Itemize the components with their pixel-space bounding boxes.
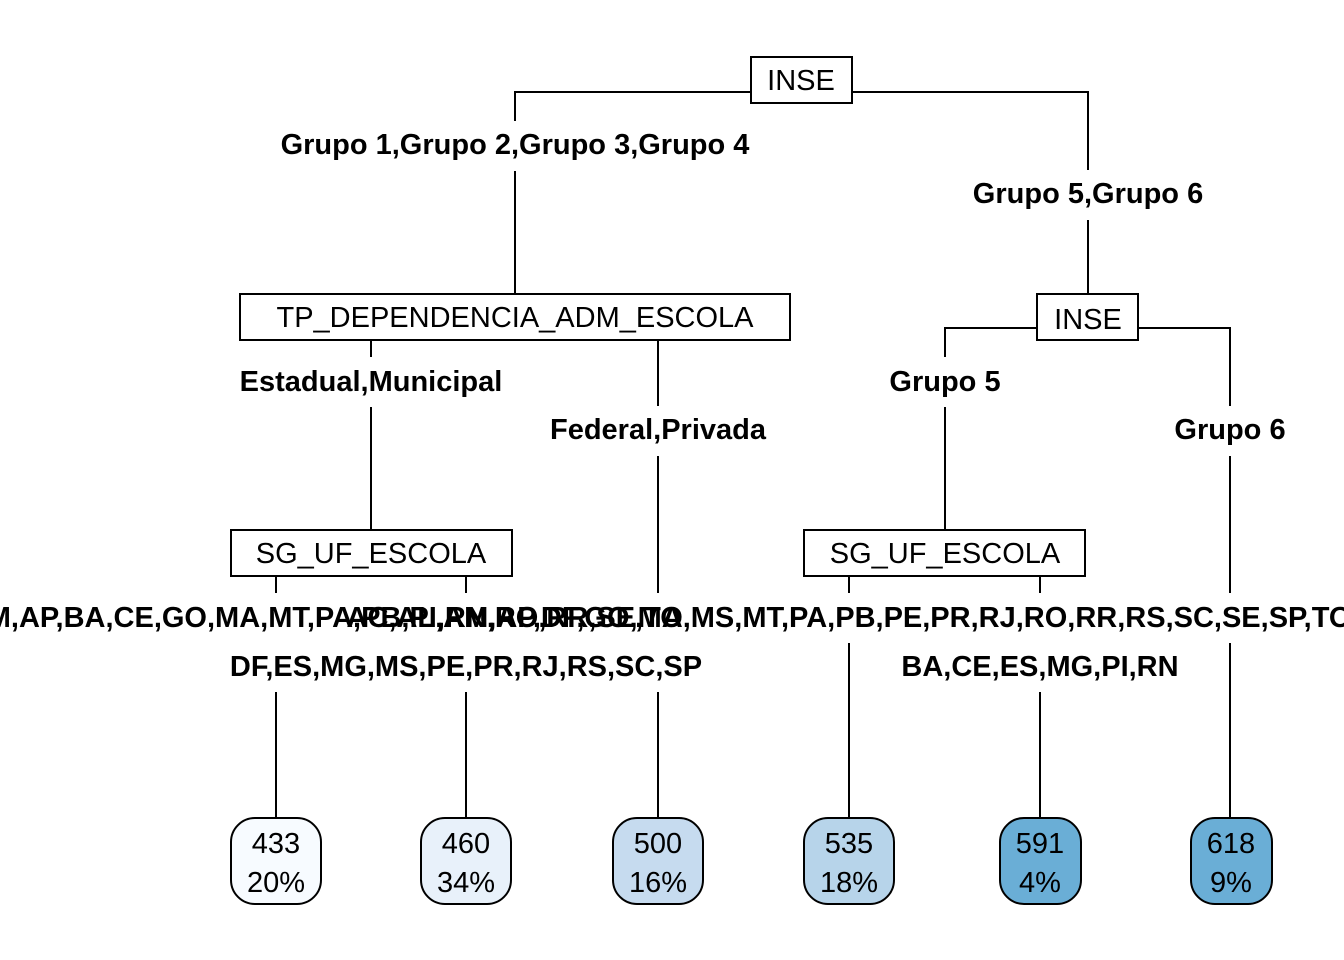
leaf-4-value: 535 [825, 828, 873, 860]
leaf-4: 535 18% [803, 817, 895, 905]
mask-inse-right [1166, 406, 1294, 456]
split-label-root-right: Grupo 5,Grupo 6 [973, 178, 1203, 210]
mask-ufl-b [205, 642, 730, 692]
split-label-uf-left-a: AC,AL,AM,AP,BA,CE,GO,MA,MT,PA,PB,PI,RN,R… [0, 602, 683, 634]
mask-ufr-b [886, 642, 1194, 692]
edge-root-left [514, 91, 751, 294]
leaf-2-value: 460 [442, 828, 490, 860]
split-label-dep-left: Estadual,Municipal [240, 366, 503, 398]
node-root-label: INSE [767, 65, 835, 97]
leaf-3-value: 500 [634, 828, 682, 860]
node-dependencia-box [239, 293, 791, 341]
node-dependencia-label: TP_DEPENDENCIA_ADM_ESCOLA [276, 302, 754, 334]
node-inse2-label: INSE [1054, 304, 1122, 336]
node-uf-left: SG_UF_ESCOLA [230, 529, 513, 577]
node-uf-left-box [230, 529, 513, 577]
node-uf-right: SG_UF_ESCOLA [803, 529, 1086, 577]
node-root: INSE [750, 56, 853, 104]
leaf-6-percent: 9% [1210, 867, 1252, 899]
node-dependencia: TP_DEPENDENCIA_ADM_ESCOLA [239, 293, 791, 341]
mask-root-left [255, 121, 775, 171]
edge-inse-right [1138, 327, 1231, 818]
mask-inse-left [880, 357, 1010, 407]
leaf-2-box [420, 817, 512, 905]
mask-uf-row-a [0, 593, 1344, 643]
split-label-uf-left-b: DF,ES,MG,MS,PE,PR,RJ,RS,SC,SP [230, 651, 702, 683]
leaf-3-box [612, 817, 704, 905]
mask-dep-right [536, 406, 781, 456]
leaf-5-box [999, 817, 1082, 905]
leaf-3-percent: 16% [629, 867, 687, 899]
node-uf-right-box [803, 529, 1086, 577]
edge-root-right [852, 91, 1089, 294]
leaf-6-box [1190, 817, 1273, 905]
split-label-uf-right-b: BA,CE,ES,MG,PI,RN [901, 651, 1178, 683]
leaf-2: 460 34% [420, 817, 512, 905]
leaf-1-percent: 20% [247, 867, 305, 899]
split-label-uf-right-a: AC,AL,AM,AP,DF,GO,MA,MS,MT,PA,PB,PE,PR,R… [347, 602, 1344, 634]
leaf-2-percent: 34% [437, 867, 495, 899]
split-label-inse-left: Grupo 5 [889, 366, 1000, 398]
node-uf-left-label: SG_UF_ESCOLA [256, 538, 487, 570]
node-root-box [750, 56, 853, 104]
leaf-5-percent: 4% [1019, 867, 1061, 899]
split-label-masks [0, 121, 1344, 692]
leaf-3: 500 16% [612, 817, 704, 905]
mask-dep-left [220, 357, 520, 407]
leaf-1: 433 20% [230, 817, 322, 905]
edge-inse-left [944, 327, 1037, 530]
node-inse2-box [1036, 293, 1139, 341]
leaf-4-percent: 18% [820, 867, 878, 899]
split-labels: Grupo 1,Grupo 2,Grupo 3,Grupo 4 Grupo 5,… [0, 129, 1344, 683]
split-label-root-left: Grupo 1,Grupo 2,Grupo 3,Grupo 4 [281, 129, 750, 161]
leaf-4-box [803, 817, 895, 905]
leaf-6-value: 618 [1207, 828, 1255, 860]
leaf-6: 618 9% [1190, 817, 1273, 905]
leaf-5-value: 591 [1016, 828, 1064, 860]
leaf-1-box [230, 817, 322, 905]
split-label-inse-right: Grupo 6 [1174, 414, 1285, 446]
node-inse2: INSE [1036, 293, 1139, 341]
leaf-1-value: 433 [252, 828, 300, 860]
leaf-5: 591 4% [999, 817, 1082, 905]
split-label-dep-right: Federal,Privada [550, 414, 767, 446]
mask-root-right [958, 170, 1218, 220]
node-uf-right-label: SG_UF_ESCOLA [830, 538, 1061, 570]
